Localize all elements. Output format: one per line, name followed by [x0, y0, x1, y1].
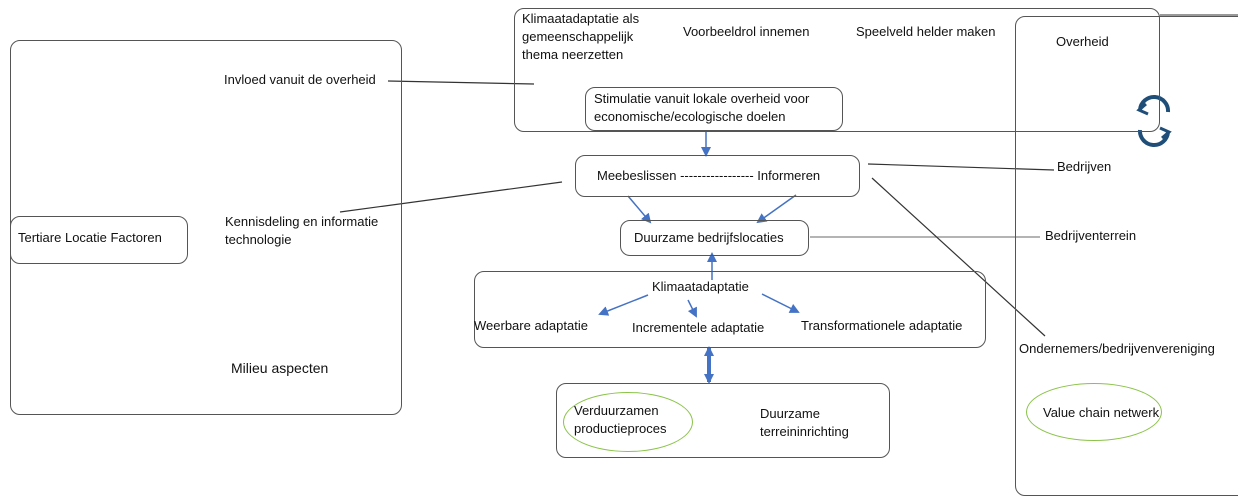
value-chain-label: Value chain netwerk	[1043, 405, 1160, 420]
resilient-adaptation-label: Weerbare adaptatie	[474, 318, 588, 333]
line-entrepreneurs	[871, 177, 1046, 337]
arrow-climate-to-resilient	[598, 294, 649, 316]
government-label: Overheid	[1056, 34, 1109, 49]
climate-adaptation-label: Klimaatadaptatie	[652, 279, 749, 294]
connector-layer	[339, 14, 1238, 384]
line-companies	[867, 163, 1055, 171]
clear-playing-field-label: Speelveld helder maken	[856, 24, 996, 39]
knowledge-sharing-label: Kennisdeling en informatie technologie	[225, 214, 379, 247]
production-ellipse	[563, 392, 693, 452]
line-influence-government	[387, 80, 535, 85]
environmental-aspects-label: Milieu aspecten	[231, 360, 329, 376]
stimulation-box	[585, 87, 843, 131]
value-chain-ellipse	[1026, 383, 1162, 441]
arrow-climate-to-incremental	[687, 299, 697, 318]
business-park-label: Bedrijventerrein	[1045, 228, 1137, 243]
sustainable-locations-box	[620, 220, 809, 256]
sustainable-locations-label: Duurzame bedrijfslocaties	[634, 230, 784, 245]
role-model-label: Voorbeeldrol innemen	[683, 24, 810, 39]
sustainable-production-label: Verduurzamen productieproces	[574, 403, 667, 436]
tertiary-factors-label: Tertiare Locatie Factoren	[18, 230, 162, 245]
line-knowledge-sharing	[339, 181, 563, 213]
transformational-adaptation-label: Transformationele adaptatie	[801, 318, 963, 333]
codecide-inform-box	[575, 155, 860, 197]
arrow-meebeslissen-to-locations-left	[627, 195, 652, 224]
cycle-arrows-icon	[1136, 94, 1172, 148]
production-box	[556, 383, 890, 458]
climate-adaptation-box	[474, 271, 986, 348]
influence-government-label: Invloed vanuit de overheid	[224, 72, 376, 87]
tertiary-factors-box	[10, 216, 188, 264]
sustainable-site-layout-label: Duurzame terreininrichting	[760, 406, 849, 439]
incremental-adaptation-label: Incrementele adaptatie	[632, 320, 765, 335]
codecide-inform-label: Meebeslissen ----------------- Informere…	[597, 168, 821, 183]
companies-label: Bedrijven	[1057, 159, 1112, 174]
arrow-climate-to-transformational	[761, 293, 800, 313]
climate-common-theme-label: Klimaatadaptatie als gemeenschappelijk t…	[522, 11, 640, 62]
stimulation-label: Stimulatie vanuit lokale overheid voor e…	[594, 91, 810, 124]
entrepreneurs-association-label: Ondernemers/bedrijvenvereniging	[1019, 341, 1215, 356]
top-government-box	[514, 8, 1160, 132]
arrow-meebeslissen-to-locations-right	[756, 194, 797, 224]
